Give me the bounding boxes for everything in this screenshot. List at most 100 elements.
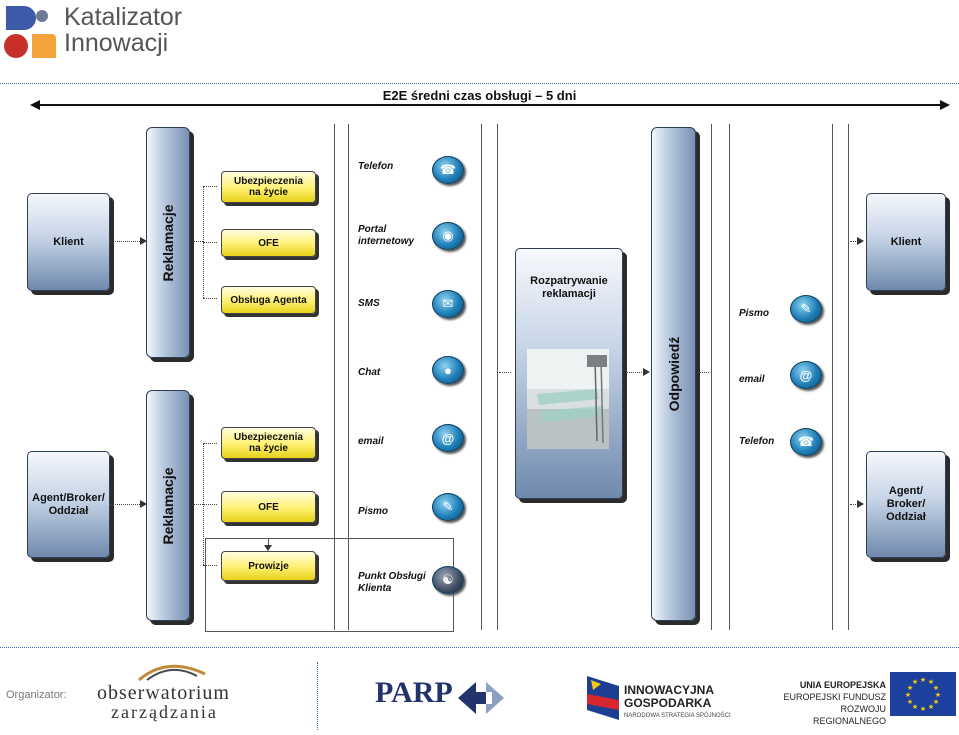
out-channel-email-label: email [739, 374, 765, 385]
category-prowizje: Prowizje [221, 551, 316, 581]
e2e-title: E2E średni czas obsługi – 5 dni [382, 88, 577, 103]
svg-text:★: ★ [920, 705, 926, 713]
channel-portal-line1: Portal [358, 224, 387, 235]
svg-text:★: ★ [912, 678, 918, 686]
lane-line [497, 124, 498, 630]
category-ofe-bottom: OFE [221, 491, 316, 523]
connector-dots [203, 298, 217, 299]
channel-punkt-label: Punkt Obsługi Klienta [358, 571, 426, 595]
obserwatorium-logo: obserwatorium zarządzania [97, 660, 247, 722]
channel-sms-label: SMS [358, 298, 380, 309]
lane-line [348, 124, 349, 630]
process-label-line2: reklamacji [542, 288, 596, 300]
footer-divider [317, 662, 318, 730]
logo-line-2: Innowacji [64, 29, 169, 57]
process-label-line1: Rozpatrywanie [530, 275, 608, 287]
phone-icon: ☎ [790, 428, 822, 456]
lane-line [711, 124, 712, 630]
category-label-line1: Ubezpieczenia [234, 432, 303, 443]
channel-chat-label: Chat [358, 367, 381, 378]
reklamacje-bottom-box: Reklamacje [146, 390, 190, 621]
letter-icon: ✎ [790, 295, 822, 323]
connector-dots [203, 443, 217, 444]
svg-text:★: ★ [928, 678, 934, 686]
header-separator [0, 83, 959, 84]
connector-dots [203, 186, 217, 187]
lane-line [832, 124, 833, 630]
channel-punkt-line2: Klienta [358, 583, 392, 594]
svg-text:★: ★ [907, 698, 913, 706]
timeline-arrow [35, 104, 945, 106]
arrowhead [857, 237, 864, 245]
category-obsluga-agenta: Obsługa Agenta [221, 286, 316, 314]
channel-portal-label: Portal internetowy [358, 224, 414, 248]
out-channel-telefon-label: Telefon [739, 436, 775, 447]
reklamacje-top-label: Reklamacje [160, 203, 176, 282]
odpowiedz-label: Odpowiedź [665, 336, 682, 412]
obserwatorium-line2: zarządzania [111, 702, 218, 722]
svg-text:★: ★ [905, 691, 911, 699]
connector-dots [190, 241, 203, 242]
arrowhead [857, 500, 864, 508]
phone-icon: ☎ [432, 156, 464, 184]
innowacyjna-logo-text: INNOWACYJNA GOSPODARKA NARODOWA STRATEGI… [624, 684, 731, 723]
category-ubezpieczenia-top: Ubezpieczenia na życie [221, 171, 316, 203]
agent-label-line1: Agent/Broker/ [32, 491, 105, 504]
category-label: OFE [258, 237, 279, 249]
category-label: Obsługa Agenta [230, 294, 307, 306]
agent-label-line2: Oddział [48, 504, 89, 517]
reklamacje-top-box: Reklamacje [146, 127, 190, 358]
innowacyjna-line3: NARODOWA STRATEGIA SPÓJNOŚCI [624, 713, 731, 719]
parp-text: PARP [375, 676, 453, 709]
connector-dots [850, 241, 858, 242]
connector-dots [110, 504, 142, 505]
client-box-left: Klient [27, 193, 110, 291]
channel-portal-line2: internetowy [358, 236, 415, 247]
parp-logo: PARP [375, 676, 453, 710]
timeline-arrowhead-right [940, 100, 950, 110]
logo-text: Katalizator Innowacji [64, 4, 182, 56]
agent-box-right: Agent/ Broker/ Oddział [866, 451, 946, 558]
channel-email-label: email [358, 436, 384, 447]
office-photo [527, 349, 609, 449]
connector-dots [626, 372, 646, 373]
lane-line [729, 124, 730, 630]
process-label: Rozpatrywanie reklamacji [516, 275, 622, 301]
connector-dots [499, 372, 511, 373]
timeline-arrowhead-left [30, 100, 40, 110]
people-icon: ☯ [432, 566, 464, 594]
svg-text:★: ★ [912, 703, 918, 711]
innowacyjna-line1: INNOWACYJNA [624, 683, 715, 697]
letter-icon: ✎ [432, 493, 464, 521]
svg-text:★: ★ [933, 684, 939, 692]
channel-punkt-line1: Punkt Obsługi [358, 571, 426, 582]
category-label-line1: Ubezpieczenia [234, 176, 303, 187]
connector-dots [203, 504, 217, 505]
arrowhead [643, 368, 650, 376]
svg-text:★: ★ [920, 676, 926, 684]
innowacyjna-line2: GOSPODARKA [624, 696, 712, 710]
svg-text:★: ★ [933, 698, 939, 706]
eu-fund-text: UNIA EUROPEJSKA EUROPEJSKI FUNDUSZ ROZWO… [768, 679, 886, 727]
agent-label-line3: Oddział [886, 511, 926, 523]
agent-label-line2: Broker/ [886, 498, 926, 510]
channel-telefon-label: Telefon [358, 161, 394, 172]
footer-separator [0, 647, 959, 648]
lane-line [334, 124, 335, 630]
category-label-line2: na życie [249, 187, 288, 198]
eu-line1: UNIA EUROPEJSKA [799, 680, 886, 690]
lane-line [481, 124, 482, 630]
obserwatorium-line1: obserwatorium [97, 682, 230, 704]
out-channel-pismo-label: Pismo [739, 308, 770, 319]
category-label: OFE [258, 501, 279, 513]
rozpatrywanie-box: Rozpatrywanie reklamacji [515, 248, 623, 499]
eu-line2: EUROPEJSKI FUNDUSZ [783, 692, 886, 702]
at-sign-icon: @ [432, 424, 464, 452]
client-label: Klient [53, 236, 84, 248]
eu-line3: ROZWOJU REGIONALNEGO [812, 704, 886, 726]
at-sign-icon: @ [790, 361, 822, 389]
agent-label-line1: Agent/ [888, 485, 924, 497]
connector-dots [110, 241, 142, 242]
category-ofe-top: OFE [221, 229, 316, 257]
logo-mark-icon [4, 6, 56, 58]
